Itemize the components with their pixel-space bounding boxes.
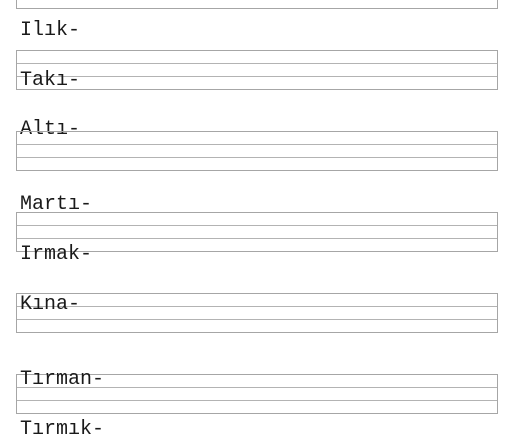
practice-word: Martı- (20, 193, 93, 216)
handwriting-box (16, 212, 498, 252)
practice-word: Tırmık- (20, 418, 105, 441)
practice-word: Ilık- (20, 19, 81, 42)
practice-word: Kına- (20, 293, 81, 316)
handwriting-box (16, 0, 498, 9)
practice-word: Takı- (20, 69, 81, 92)
handwriting-box (16, 131, 498, 171)
practice-word: Irmak- (20, 243, 93, 266)
handwriting-box (16, 50, 498, 90)
practice-word: Tırman- (20, 368, 105, 391)
handwriting-box (16, 374, 498, 414)
handwriting-box (16, 293, 498, 333)
practice-word: Altı- (20, 118, 81, 141)
